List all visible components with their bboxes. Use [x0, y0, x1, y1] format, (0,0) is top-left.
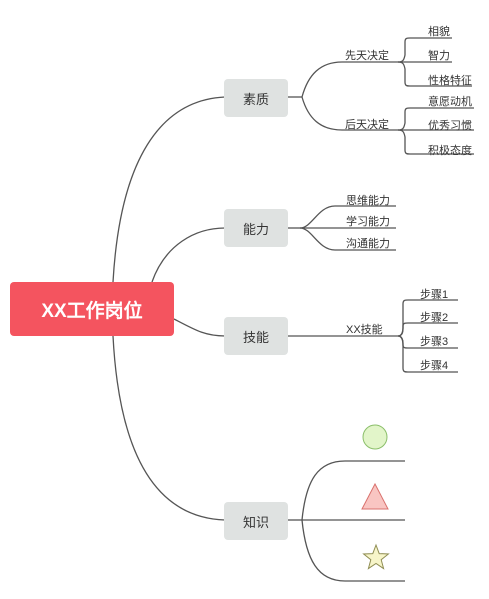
- leaf-goutong[interactable]: 沟通能力: [346, 238, 390, 250]
- branch-nengli-label: 能力: [242, 221, 269, 237]
- group-xx-skill[interactable]: XX技能: [346, 324, 383, 336]
- triangle-icon: [361, 482, 389, 510]
- connector-root-jineng: [173, 318, 226, 337]
- branch-nengli[interactable]: 能力: [224, 209, 288, 247]
- leaf-step-4[interactable]: 步骤4: [420, 360, 449, 372]
- group-houtian[interactable]: 后天决定: [345, 119, 389, 131]
- leaf-xiangmao[interactable]: 相貌: [428, 26, 450, 38]
- leaf-xuexi[interactable]: 学习能力: [346, 216, 390, 228]
- connector-xiantian-items: [397, 37, 452, 63]
- branch-suzhi-label: 素质: [242, 91, 269, 107]
- branch-jineng[interactable]: 技能: [224, 317, 288, 355]
- branch-zhishi-label: 知识: [242, 514, 269, 530]
- leaf-siwei[interactable]: 思维能力: [346, 195, 390, 207]
- branch-jineng-label: 技能: [242, 329, 269, 345]
- connector-root-zhishi: [112, 335, 226, 521]
- branch-suzhi[interactable]: 素质: [224, 79, 288, 117]
- leaf-xingge[interactable]: 性格特征: [428, 75, 472, 87]
- connector-suzhi-xiantian: [301, 61, 398, 98]
- leaf-step-3[interactable]: 步骤3: [420, 336, 449, 348]
- branch-zhishi[interactable]: 知识: [224, 502, 288, 540]
- star-icon: [362, 543, 390, 570]
- circle-icon: [362, 424, 388, 450]
- leaf-youxiu[interactable]: 优秀习惯: [428, 120, 472, 132]
- connector-root-nengli: [151, 227, 226, 283]
- root-node[interactable]: XX工作岗位: [10, 282, 174, 336]
- root-label: XX工作岗位: [41, 300, 143, 322]
- connector-root-suzhi: [112, 96, 226, 283]
- leaf-step-2[interactable]: 步骤2: [420, 312, 449, 324]
- leaf-zhili[interactable]: 智力: [428, 50, 450, 62]
- group-xiantian[interactable]: 先天决定: [345, 50, 389, 62]
- connector-houtian-items: [397, 107, 474, 131]
- leaf-yiyuan[interactable]: 意愿动机: [428, 96, 472, 108]
- leaf-jiji[interactable]: 积极态度: [428, 145, 472, 157]
- connector-suzhi-houtian: [301, 96, 398, 131]
- leaf-step-1[interactable]: 步骤1: [420, 289, 449, 301]
